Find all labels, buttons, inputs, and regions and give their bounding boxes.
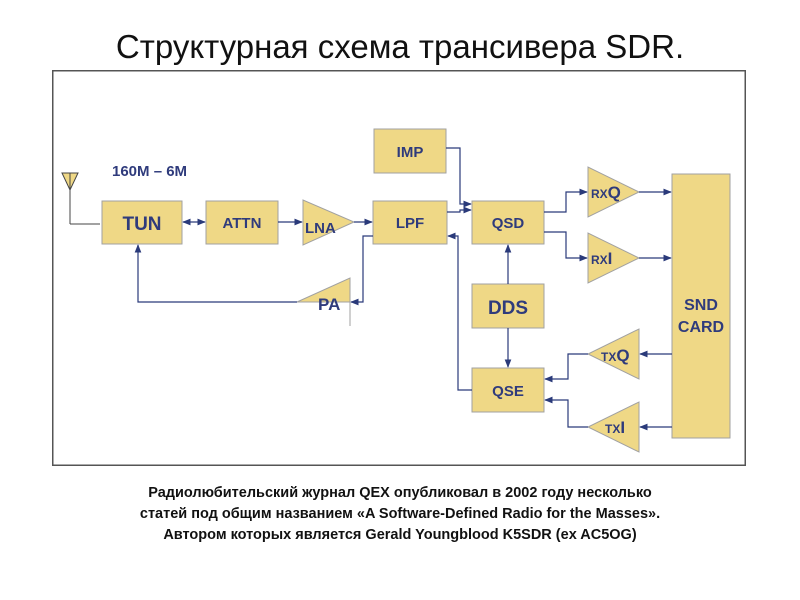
attn-block: ATTN xyxy=(205,200,279,245)
qse-label: QSE xyxy=(492,383,524,400)
dds-label: DDS xyxy=(488,298,528,319)
caption-line-3: Автором которых является Gerald Youngblo… xyxy=(163,527,637,543)
svg-text:TXQ: TXQ xyxy=(601,346,630,365)
snd-label: SND xyxy=(684,297,718,314)
txi-amplifier: TXI xyxy=(586,401,640,453)
dds-block: DDS xyxy=(471,283,545,329)
rxi-prefix: RX xyxy=(591,253,608,267)
imp-label: IMP xyxy=(397,144,424,161)
attn-label: ATTN xyxy=(223,215,262,232)
caption-line-1: Радиолюбительский журнал QEX опубликовал… xyxy=(148,485,652,501)
imp-block: IMP xyxy=(373,128,447,174)
lpf-label: LPF xyxy=(396,215,424,232)
txq-letter: Q xyxy=(616,346,629,365)
caption-line-2: статей под общим названием «A Software-D… xyxy=(139,506,661,522)
pa-label: PA xyxy=(318,295,340,314)
txi-prefix: TX xyxy=(605,422,620,436)
antenna-icon xyxy=(61,172,100,225)
lpf-block: LPF xyxy=(372,200,448,245)
lna-label: LNA xyxy=(305,220,336,237)
svg-text:RXQ: RXQ xyxy=(591,183,621,202)
caption: Радиолюбительский журнал QEX опубликовал… xyxy=(40,483,760,546)
svg-text:TXI: TXI xyxy=(605,418,625,437)
qsd-block: QSD xyxy=(471,200,545,245)
rxi-amplifier: RXI xyxy=(587,232,641,284)
page-title: Структурная схема трансивера SDR. xyxy=(115,28,685,65)
block-diagram: 160M – 6M TUN ATTN LPF IMP QSD DDS QSE xyxy=(52,70,746,466)
txq-prefix: TX xyxy=(601,350,616,364)
qse-block: QSE xyxy=(471,367,545,413)
lna-amplifier: LNA xyxy=(302,199,356,246)
rxq-amplifier: RXQ xyxy=(587,166,641,218)
svg-text:RXI: RXI xyxy=(591,249,612,268)
pa-amplifier: PA xyxy=(296,277,351,326)
txq-amplifier: TXQ xyxy=(586,328,640,380)
rxq-letter: Q xyxy=(608,183,621,202)
rxq-prefix: RX xyxy=(591,187,608,201)
snd-card-block: SND CARD xyxy=(671,173,731,439)
qsd-label: QSD xyxy=(492,215,525,232)
frequency-range-label: 160M – 6M xyxy=(112,163,187,180)
tun-label: TUN xyxy=(122,214,161,235)
signal-connections xyxy=(134,147,672,431)
rxi-letter: I xyxy=(608,249,613,268)
tun-block: TUN xyxy=(101,200,183,245)
card-label: CARD xyxy=(678,319,724,336)
txi-letter: I xyxy=(620,418,625,437)
